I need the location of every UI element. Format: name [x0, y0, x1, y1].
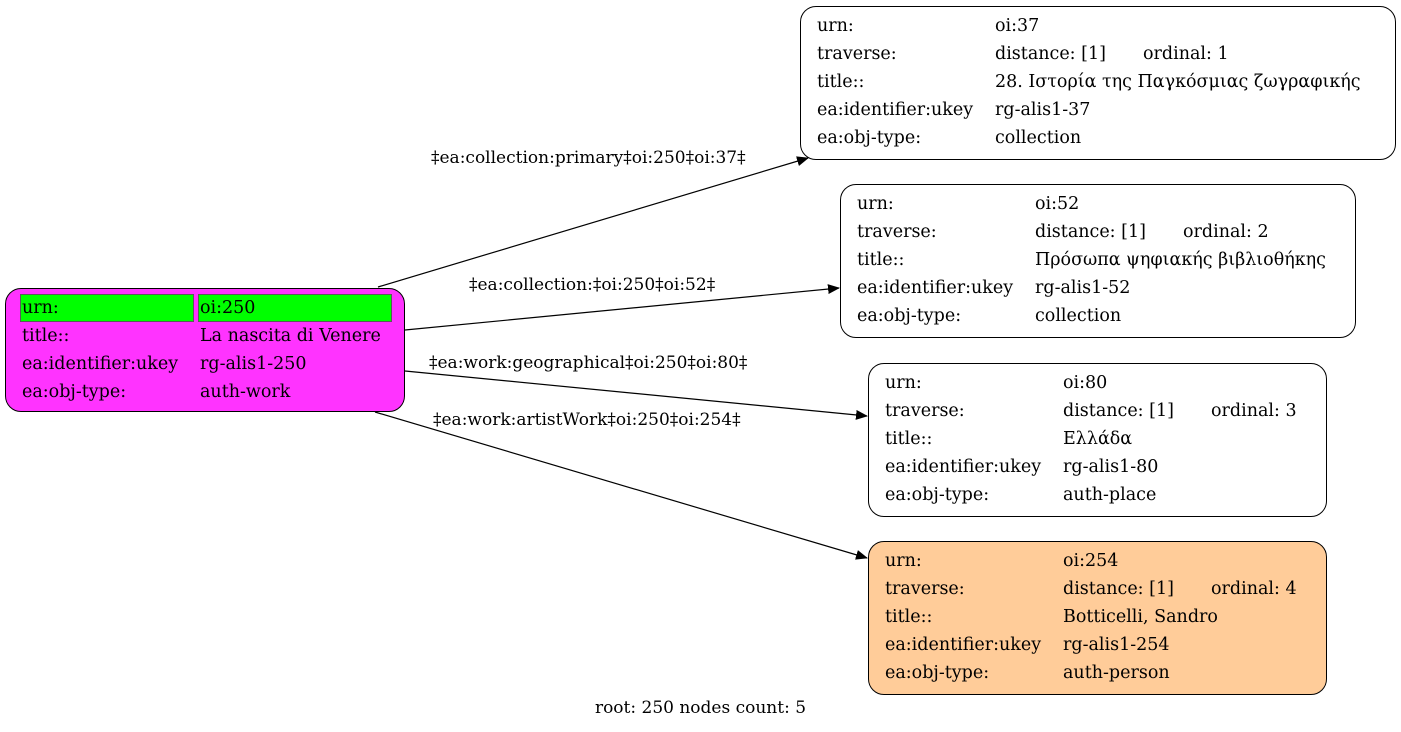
urn-key: urn: [857, 194, 894, 214]
root-node-table: urn: oi:250 title:: La nascita di Venere… [16, 294, 396, 406]
type-value: auth-person [1063, 663, 1170, 683]
ukey-key: ea:identifier:ukey [885, 635, 1042, 655]
ukey-key: ea:identifier:ukey [885, 457, 1042, 477]
traverse-key: traverse: [817, 44, 897, 64]
edge-label-oi37: ‡ea:collection:primary‡oi:250‡oi:37‡ [431, 148, 746, 168]
edge-oi254 [374, 411, 868, 560]
type-key: ea:obj-type: [857, 306, 962, 326]
root-ukey-value: rg-alis1-250 [200, 354, 307, 374]
node-oi254-table: urn: oi:254 traverse: distance: [1] ordinal… [879, 547, 1303, 687]
urn-value: oi:254 [1063, 551, 1119, 571]
distance-value: distance: [1] [1063, 401, 1174, 421]
traverse-key: traverse: [885, 579, 965, 599]
title-value: Botticelli, Sandro [1063, 607, 1218, 627]
node-oi80-table: urn: oi:80 traverse: distance: [1] ordinal:… [879, 369, 1303, 509]
node-oi37-table: urn: oi:37 traverse: distance: [1] ordinal:… [811, 12, 1367, 152]
root-type-row: ea:obj-type: auth-work [20, 378, 392, 406]
edge-label-oi52: ‡ea:collection:‡oi:250‡oi:52‡ [469, 275, 716, 295]
node-oi52[interactable]: urn: oi:52 traverse: distance: [1] ordinal:… [840, 184, 1356, 338]
ukey-value: rg-alis1-37 [995, 100, 1091, 120]
root-title-value: La nascita di Venere [200, 326, 381, 346]
type-value: collection [995, 128, 1082, 148]
edge-oi52 [404, 284, 840, 331]
node-oi254[interactable]: urn: oi:254 traverse: distance: [1] ordinal… [868, 541, 1327, 695]
urn-value: oi:52 [1035, 194, 1080, 214]
edge-label-oi254: ‡ea:work:artistWork‡oi:250‡oi:254‡ [433, 410, 741, 430]
node-oi37[interactable]: urn: oi:37 traverse: distance: [1] ordinal:… [800, 6, 1396, 160]
urn-value: oi:37 [995, 16, 1040, 36]
root-title-key: title:: [22, 326, 70, 346]
title-key: title:: [857, 250, 905, 270]
root-ukey-key: ea:identifier:ukey [22, 354, 179, 374]
traverse-key: traverse: [857, 222, 937, 242]
title-value: 28. Ιστορία της Παγκόσμιας ζωγραφικής [995, 72, 1361, 92]
root-urn-key: urn: [20, 294, 194, 322]
ordinal-value: ordinal: 2 [1183, 222, 1269, 242]
ukey-value: rg-alis1-52 [1035, 278, 1131, 298]
root-urn-value: oi:250 [198, 294, 392, 322]
traverse-key: traverse: [885, 401, 965, 421]
title-value: Πρόσωπα ψηφιακής βιβλιοθήκης [1035, 250, 1326, 270]
title-key: title:: [885, 429, 933, 449]
type-key: ea:obj-type: [817, 128, 922, 148]
ordinal-value: ordinal: 4 [1211, 579, 1297, 599]
type-key: ea:obj-type: [885, 485, 990, 505]
urn-key: urn: [885, 551, 922, 571]
edge-oi80 [404, 370, 868, 420]
root-node[interactable]: urn: oi:250 title:: La nascita di Venere… [5, 288, 405, 412]
root-urn-row: urn: oi:250 [20, 294, 392, 322]
graph-footer: root: 250 nodes count: 5 [594, 698, 807, 718]
type-key: ea:obj-type: [885, 663, 990, 683]
distance-value: distance: [1] [1035, 222, 1146, 242]
urn-value: oi:80 [1063, 373, 1108, 393]
root-title-row: title:: La nascita di Venere [20, 322, 392, 350]
ukey-value: rg-alis1-80 [1063, 457, 1159, 477]
root-type-key: ea:obj-type: [22, 382, 127, 402]
type-value: auth-place [1063, 485, 1157, 505]
edge-label-oi80: ‡ea:work:geographical‡oi:250‡oi:80‡ [429, 353, 748, 373]
edge-oi37 [377, 156, 809, 288]
ordinal-value: ordinal: 3 [1211, 401, 1297, 421]
urn-key: urn: [885, 373, 922, 393]
node-oi80[interactable]: urn: oi:80 traverse: distance: [1] ordinal:… [868, 363, 1327, 517]
title-value: Ελλάδα [1063, 429, 1133, 449]
root-ukey-row: ea:identifier:ukey rg-alis1-250 [20, 350, 392, 378]
distance-value: distance: [1] [1063, 579, 1174, 599]
ukey-key: ea:identifier:ukey [857, 278, 1014, 298]
ordinal-value: ordinal: 1 [1143, 44, 1229, 64]
title-key: title:: [817, 72, 865, 92]
type-value: collection [1035, 306, 1122, 326]
node-oi52-table: urn: oi:52 traverse: distance: [1] ordinal:… [851, 190, 1332, 330]
distance-value: distance: [1] [995, 44, 1106, 64]
title-key: title:: [885, 607, 933, 627]
ukey-value: rg-alis1-254 [1063, 635, 1170, 655]
ukey-key: ea:identifier:ukey [817, 100, 974, 120]
urn-key: urn: [817, 16, 854, 36]
root-type-value: auth-work [200, 382, 291, 402]
